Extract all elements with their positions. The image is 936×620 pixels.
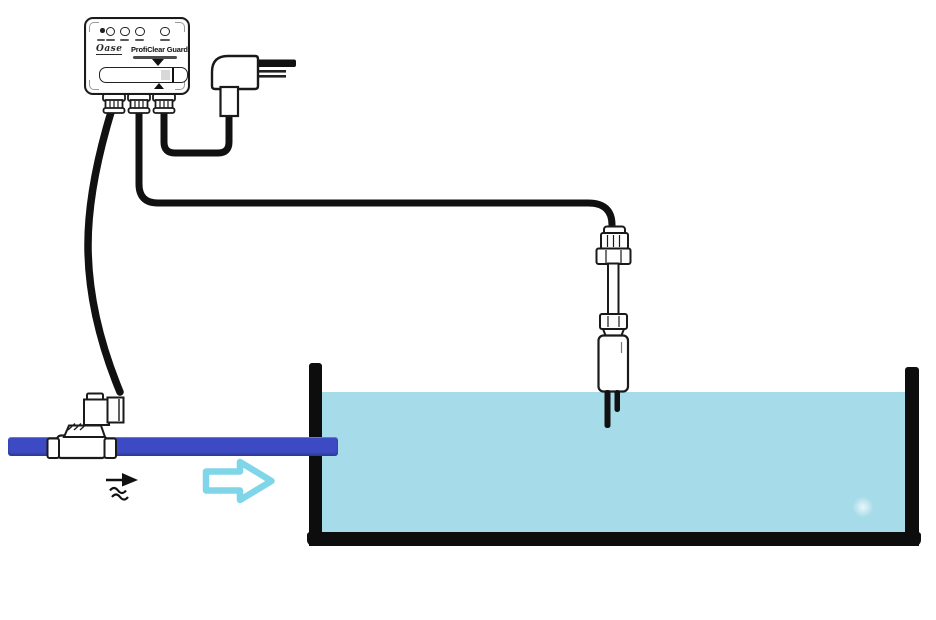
button-1[interactable] bbox=[105, 26, 115, 36]
plug-body bbox=[210, 54, 260, 91]
lower-nut-facets bbox=[607, 316, 620, 327]
controller-unit: Oase ProfiClear Guard bbox=[84, 17, 190, 95]
sensor-cable bbox=[135, 105, 616, 242]
brand-logo: Oase bbox=[96, 44, 123, 55]
button-3-label bbox=[135, 38, 144, 41]
flow-direction-block-arrow bbox=[202, 458, 275, 504]
electrode-pin-long bbox=[604, 390, 611, 428]
button-3[interactable] bbox=[135, 26, 145, 36]
setpoint-marker-up-icon bbox=[153, 82, 164, 89]
unit-corner-decor bbox=[89, 22, 99, 32]
flow-wave-top bbox=[109, 486, 127, 495]
plug-pin-bottom bbox=[257, 75, 286, 78]
model-name: ProfiClear Guard bbox=[131, 45, 188, 54]
tank-wall-bottom bbox=[307, 532, 921, 546]
setpoint-line bbox=[172, 68, 174, 82]
setpoint-marker-down-icon bbox=[152, 58, 164, 66]
unit-corner-decor bbox=[175, 80, 185, 90]
button-1-label bbox=[106, 38, 115, 41]
valve-body bbox=[55, 434, 108, 460]
solenoid-coil bbox=[83, 398, 110, 426]
plug-earth-prong bbox=[257, 59, 296, 67]
button-4[interactable] bbox=[160, 26, 170, 36]
button-4-label bbox=[159, 38, 170, 41]
tank-water bbox=[322, 392, 905, 533]
sensor-gland bbox=[600, 232, 629, 250]
gland-2 bbox=[127, 93, 151, 114]
coil-connector bbox=[106, 396, 125, 424]
button-2[interactable] bbox=[120, 26, 130, 36]
plug-pin-top bbox=[257, 70, 286, 73]
unit-corner-decor bbox=[89, 80, 99, 90]
collar-facet-lines bbox=[605, 250, 622, 263]
button-2-label bbox=[120, 38, 129, 41]
gland-3 bbox=[152, 93, 176, 114]
flow-direction-marker bbox=[106, 473, 138, 501]
power-plug bbox=[210, 54, 296, 118]
union-nut-left bbox=[46, 437, 60, 459]
level-scale-display bbox=[99, 67, 188, 83]
valve-cable bbox=[84, 105, 124, 396]
scale-shaded-zone bbox=[161, 70, 170, 80]
level-sensor bbox=[595, 225, 632, 428]
status-led bbox=[100, 28, 105, 33]
sensor-body bbox=[597, 334, 630, 393]
unit-corner-decor bbox=[175, 22, 185, 32]
model-subtitle bbox=[133, 55, 177, 59]
sensor-collar-nut bbox=[595, 247, 632, 265]
flow-marker-head bbox=[122, 473, 138, 487]
plug-strain-relief bbox=[219, 85, 240, 118]
gland-thread-lines bbox=[606, 235, 621, 247]
gland-1 bbox=[102, 93, 126, 114]
union-nut-right bbox=[103, 437, 117, 459]
sensor-stem-tube bbox=[607, 262, 620, 316]
cable-glands bbox=[102, 93, 176, 114]
tank-wall-right bbox=[905, 367, 919, 546]
flow-wave-bottom bbox=[111, 493, 129, 501]
solenoid-valve bbox=[46, 392, 125, 460]
led-label bbox=[97, 38, 105, 41]
sensor-lower-nut bbox=[599, 313, 628, 330]
water-artifact bbox=[853, 494, 873, 520]
electrode-pin-short bbox=[614, 390, 620, 412]
power-cable bbox=[160, 105, 233, 157]
